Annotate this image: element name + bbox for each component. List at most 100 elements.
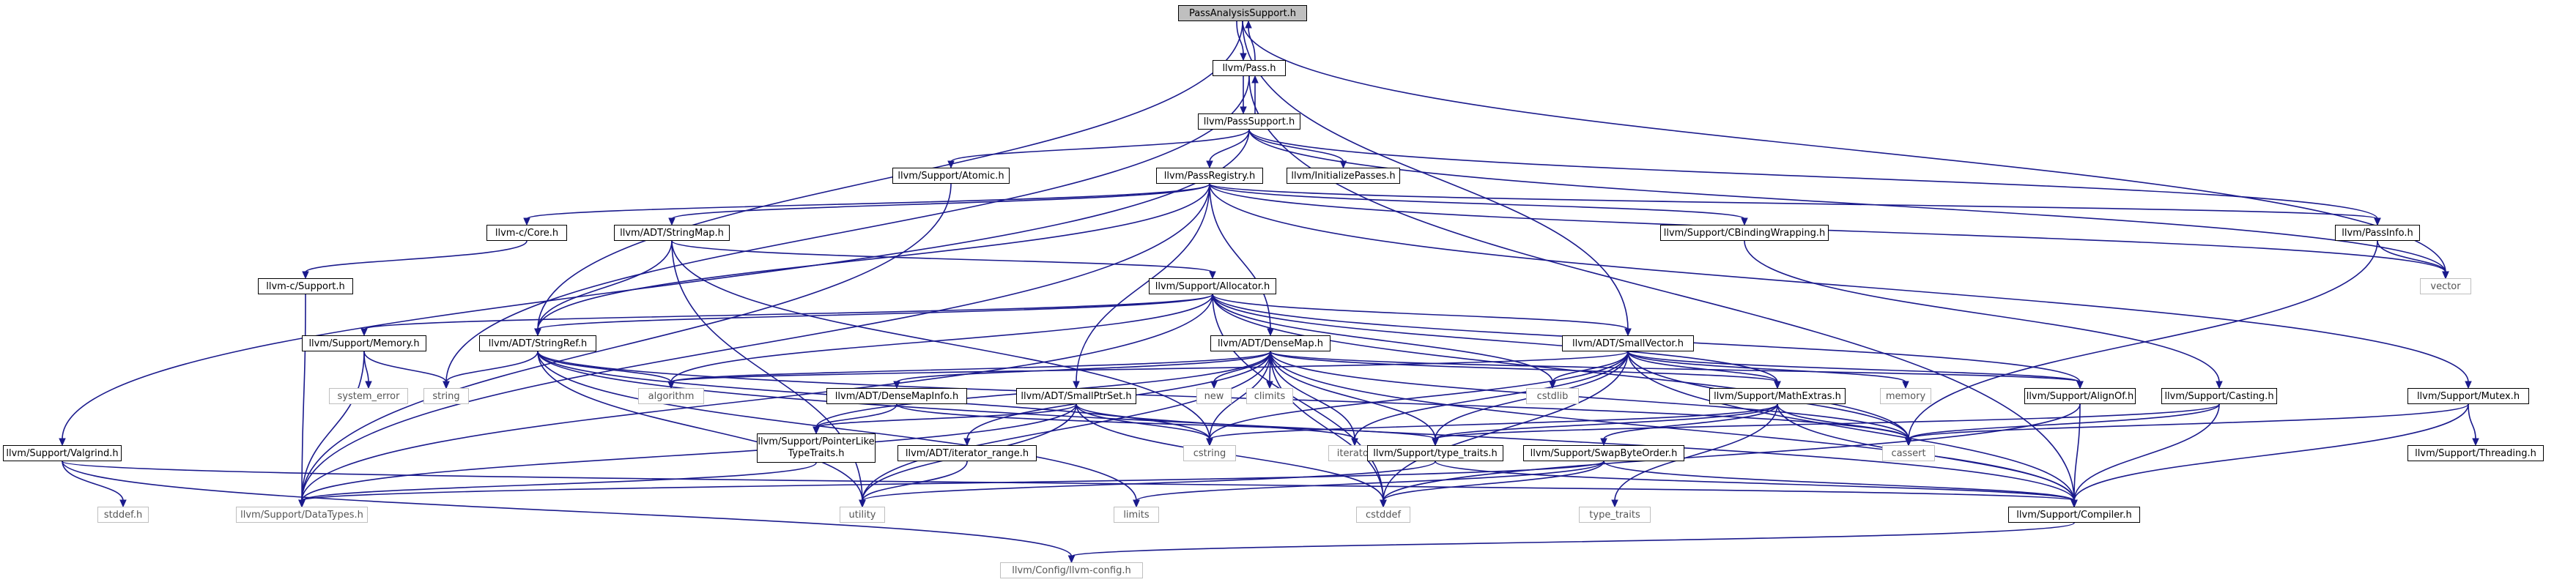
dependency-edge [1435, 461, 2075, 502]
node-cstdlib: cstdlib [1526, 388, 1579, 404]
edge-arrowhead [298, 499, 306, 508]
node-threading[interactable]: llvm/Support/Threading.h [2407, 445, 2544, 461]
node-cbinding[interactable]: llvm/Support/CBindingWrapping.h [1660, 225, 1829, 241]
node-swapbyte[interactable]: llvm/Support/SwapByteOrder.h [1523, 445, 1684, 461]
dependency-edge [301, 461, 1605, 502]
node-allocator[interactable]: llvm/Support/Allocator.h [1149, 278, 1276, 294]
edge-arrowhead [1432, 438, 1439, 447]
dependency-edge [1209, 351, 1629, 440]
edge-arrowhead [1240, 53, 1247, 62]
node-alignof[interactable]: llvm/Support/AlignOf.h [2024, 388, 2136, 404]
node-passinfo[interactable]: llvm/PassInfo.h [2335, 225, 2420, 241]
node-memory-h[interactable]: llvm/Support/Memory.h [302, 335, 426, 351]
dependency-edge [301, 183, 952, 502]
node-passsupport[interactable]: llvm/PassSupport.h [1198, 113, 1300, 130]
edge-arrowhead [1067, 555, 1076, 564]
edge-arrowhead [1209, 271, 1216, 280]
dependency-edge [1242, 21, 2446, 273]
edge-arrowhead [2216, 381, 2223, 390]
dependency-edge [301, 462, 817, 502]
edge-arrowhead [1741, 217, 1748, 226]
edge-arrowhead [1206, 438, 1213, 447]
node-new: new [1196, 388, 1232, 404]
dependency-edge [301, 294, 1213, 502]
edge-arrowhead [1267, 328, 1274, 337]
dependency-edge [445, 75, 1250, 383]
edge-arrowhead [59, 438, 66, 447]
node-pass[interactable]: llvm/Pass.h [1213, 60, 1286, 76]
node-passregistry[interactable]: llvm/PassRegistry.h [1156, 168, 1263, 184]
node-climits: climits [1246, 388, 1293, 404]
edge-arrowhead [1611, 499, 1618, 508]
dependency-edge [1242, 21, 1629, 330]
dependency-edge [1209, 183, 2469, 383]
dependency-edge [526, 183, 1210, 220]
dependency-edge [537, 21, 1243, 330]
dependency-edge [1627, 351, 2081, 383]
dependency-edge [537, 240, 673, 330]
node-typetraits-h[interactable]: llvm/Support/type_traits.h [1367, 445, 1503, 461]
node-system-error: system_error [329, 388, 408, 404]
dependency-edge [62, 461, 1073, 557]
node-atomic[interactable]: llvm/Support/Atomic.h [892, 168, 1010, 184]
dependency-edge [2377, 240, 2446, 273]
edge-arrowhead [1240, 106, 1247, 115]
dependency-edge [1076, 403, 1210, 440]
node-valgrind[interactable]: llvm/Support/Valgrind.h [3, 445, 122, 461]
dependency-edge [1354, 351, 1629, 440]
dependency-edge [1552, 351, 1629, 383]
dependency-edge [537, 351, 863, 502]
edge-arrowhead [813, 426, 820, 435]
dependency-edge [1627, 351, 1906, 383]
edge-arrowhead [1351, 438, 1358, 447]
node-pointerlike-typetraits[interactable]: llvm/Support/PointerLike TypeTraits.h [757, 433, 876, 463]
edge-arrowhead [667, 381, 675, 390]
dependency-edge [670, 294, 1213, 383]
dependency-edge [363, 294, 1213, 330]
dependency-edge [2073, 403, 2220, 502]
node-stddef: stddef.h [97, 507, 149, 523]
node-mathextras[interactable]: llvm/Support/MathExtras.h [1709, 388, 1846, 404]
edge-arrowhead [1266, 381, 1273, 390]
dependency-edge [301, 183, 1210, 502]
dependency-edge [305, 240, 528, 273]
node-ccore[interactable]: llvm-c/Core.h [486, 225, 567, 241]
edge-arrowhead [523, 217, 530, 226]
dependency-edge [1212, 294, 1778, 383]
dependency-edge [671, 240, 1210, 440]
node-utility: utility [840, 507, 885, 523]
node-stringref[interactable]: llvm/ADT/StringRef.h [479, 335, 596, 351]
node-mutex[interactable]: llvm/Support/Mutex.h [2407, 388, 2529, 404]
node-csupport[interactable]: llvm-c/Support.h [258, 278, 353, 294]
edge-arrowhead [534, 328, 541, 337]
node-type-traits: type_traits [1579, 507, 1651, 523]
node-iteratorrange[interactable]: llvm/ADT/iterator_range.h [897, 445, 1037, 461]
edge-arrowhead [365, 381, 372, 390]
dependency-edge [537, 183, 1210, 330]
node-stringmap[interactable]: llvm/ADT/StringMap.h [614, 225, 730, 241]
node-initpasses[interactable]: llvm/InitializePasses.h [1287, 168, 1400, 184]
edge-arrowhead [1245, 20, 1252, 29]
node-root: PassAnalysisSupport.h [1178, 5, 1307, 21]
node-smallptrset[interactable]: llvm/ADT/SmallPtrSet.h [1016, 388, 1136, 404]
edge-arrowhead [947, 160, 955, 169]
edge-arrowhead [859, 499, 866, 508]
node-llvmconfig: llvm/Config/llvm-config.h [1000, 562, 1143, 578]
dependency-edge [1136, 461, 1605, 502]
edge-arrowhead [1251, 75, 1259, 83]
dependency-edge [62, 461, 124, 502]
edge-arrowhead [360, 328, 368, 337]
dependency-edge [1603, 403, 1778, 440]
edge-arrowhead [2374, 217, 2381, 226]
node-densemapinfo[interactable]: llvm/ADT/DenseMapInfo.h [826, 388, 967, 404]
dependency-edge [1270, 351, 2081, 383]
node-limits: limits [1114, 507, 1159, 523]
node-compiler[interactable]: llvm/Support/Compiler.h [2008, 507, 2140, 523]
node-smallvector[interactable]: llvm/ADT/SmallVector.h [1562, 335, 1694, 351]
node-casting[interactable]: llvm/Support/Casting.h [2161, 388, 2277, 404]
dependency-edge [1209, 183, 2378, 220]
node-densemap[interactable]: llvm/ADT/DenseMap.h [1210, 335, 1330, 351]
edge-arrowhead [1073, 381, 1080, 390]
dependency-edge [537, 351, 1137, 502]
dependency-edge [1908, 403, 2469, 440]
